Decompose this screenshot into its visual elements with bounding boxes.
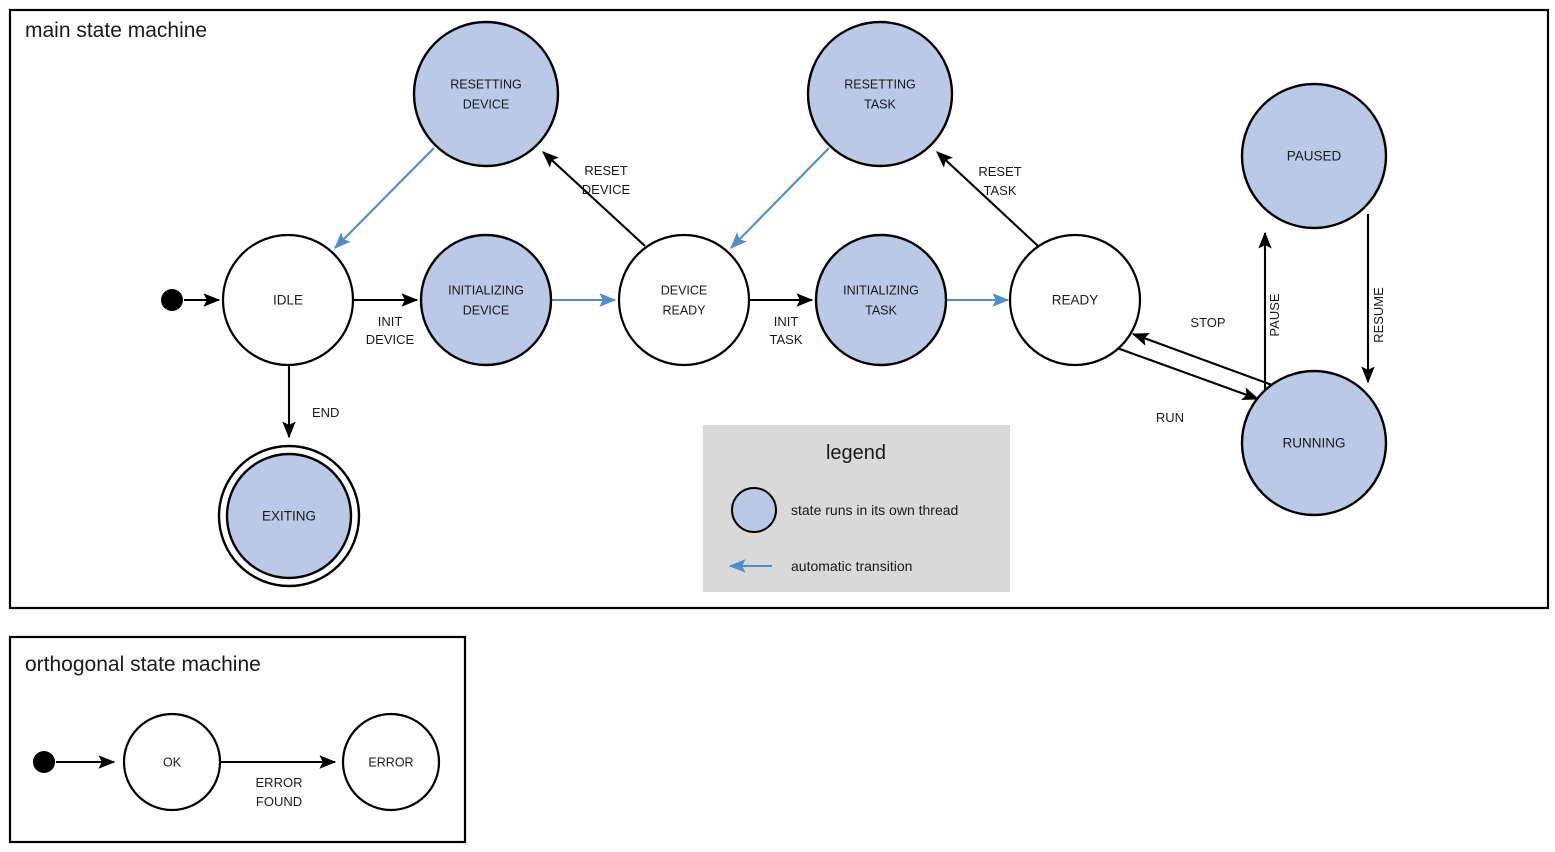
state-resetting-device[interactable]: RESETTING DEVICE	[412, 20, 560, 168]
state-exiting-circle[interactable]	[225, 452, 353, 580]
state-initializing-device[interactable]: INITIALIZING DEVICE	[419, 233, 553, 367]
transition-running-to-ready	[1131, 333, 1273, 386]
edge-label-pause: PAUSE	[1267, 293, 1282, 336]
state-exiting-label: EXITING	[262, 509, 316, 524]
main-transitions: INIT DEVICE RESET DEVICE INIT TASK RESET…	[184, 147, 1386, 439]
state-ready[interactable]: READY	[1008, 233, 1142, 367]
edge-label-run: RUN	[1156, 410, 1184, 425]
start-state-marker	[161, 289, 183, 311]
transition-resetting-task-to-device-ready	[730, 147, 830, 249]
state-ok-circle[interactable]	[122, 712, 222, 812]
state-initializing-device-circle[interactable]	[419, 233, 553, 367]
state-device-ready[interactable]: DEVICE READY	[617, 233, 751, 367]
state-ready-circle[interactable]	[1008, 233, 1142, 367]
orthogonal-frame-title: orthogonal state machine	[25, 653, 261, 676]
edge-label-error-found-line2: FOUND	[256, 794, 302, 809]
edge-label-init-device-line1: INIT	[378, 314, 403, 329]
edge-label-reset-task-line1: RESET	[978, 164, 1021, 179]
state-resetting-device-circle[interactable]	[412, 20, 560, 168]
edge-label-reset-device-line2: DEVICE	[582, 182, 631, 197]
state-ok[interactable]: OK	[122, 712, 222, 812]
state-initializing-task-label-line1: INITIALIZING	[843, 283, 919, 297]
transition-device-ready-to-resetting-device	[542, 151, 646, 247]
edge-label-stop: STOP	[1190, 315, 1225, 330]
legend: legend state runs in its own thread auto…	[703, 425, 1010, 592]
state-initializing-task[interactable]: INITIALIZING TASK	[814, 233, 948, 367]
edge-label-resume: RESUME	[1371, 287, 1386, 343]
state-resetting-task-label-line2: TASK	[864, 97, 896, 111]
legend-thread-circle-icon	[731, 487, 777, 533]
state-resetting-task[interactable]: RESETTING TASK	[806, 20, 954, 168]
state-device-ready-label-line1: DEVICE	[661, 283, 708, 297]
state-error-label: ERROR	[368, 755, 413, 769]
legend-title: legend	[826, 442, 886, 464]
state-idle[interactable]: IDLE	[221, 233, 355, 367]
edge-label-error-found-line1: ERROR	[256, 775, 303, 790]
edge-label-init-device-line2: DEVICE	[366, 332, 415, 347]
state-initializing-device-label-line1: INITIALIZING	[448, 283, 524, 297]
orthogonal-start-state-marker	[33, 751, 55, 773]
legend-entry-automatic-text: automatic transition	[791, 558, 912, 574]
state-resetting-task-label-line1: RESETTING	[844, 77, 916, 91]
state-exiting[interactable]: EXITING	[217, 444, 361, 588]
edge-label-reset-task-line2: TASK	[984, 183, 1017, 198]
edge-label-init-task-line1: INIT	[774, 314, 799, 329]
transition-ready-to-running	[1116, 347, 1260, 401]
state-device-ready-label-line2: READY	[662, 303, 706, 317]
transition-ready-to-resetting-task	[936, 151, 1039, 247]
edge-label-end: END	[312, 405, 339, 420]
state-ready-label: READY	[1052, 293, 1099, 308]
state-running[interactable]: RUNNING	[1240, 369, 1388, 517]
main-frame-title: main state machine	[25, 19, 207, 42]
orthogonal-transitions: ERROR FOUND	[56, 755, 337, 809]
state-resetting-device-label-line2: DEVICE	[463, 97, 510, 111]
state-running-label: RUNNING	[1283, 436, 1346, 451]
state-error[interactable]: ERROR	[341, 712, 441, 812]
state-running-circle[interactable]	[1240, 369, 1388, 517]
state-paused-circle[interactable]	[1240, 82, 1388, 230]
state-resetting-device-label-line1: RESETTING	[450, 77, 522, 91]
state-initializing-device-label-line2: DEVICE	[463, 303, 510, 317]
edge-label-init-task-line2: TASK	[770, 332, 803, 347]
state-paused-label: PAUSED	[1287, 149, 1342, 164]
state-initializing-task-label-line2: TASK	[865, 303, 897, 317]
edge-label-reset-device-line1: RESET	[584, 163, 627, 178]
transition-resetting-device-to-idle	[334, 147, 435, 249]
legend-entry-thread-text: state runs in its own thread	[791, 502, 958, 518]
state-idle-circle[interactable]	[221, 233, 355, 367]
state-ok-label: OK	[163, 755, 182, 769]
state-initializing-task-circle[interactable]	[814, 233, 948, 367]
state-idle-label: IDLE	[273, 293, 303, 308]
state-resetting-task-circle[interactable]	[806, 20, 954, 168]
state-error-circle[interactable]	[341, 712, 441, 812]
state-paused[interactable]: PAUSED	[1240, 82, 1388, 230]
state-device-ready-circle[interactable]	[617, 233, 751, 367]
